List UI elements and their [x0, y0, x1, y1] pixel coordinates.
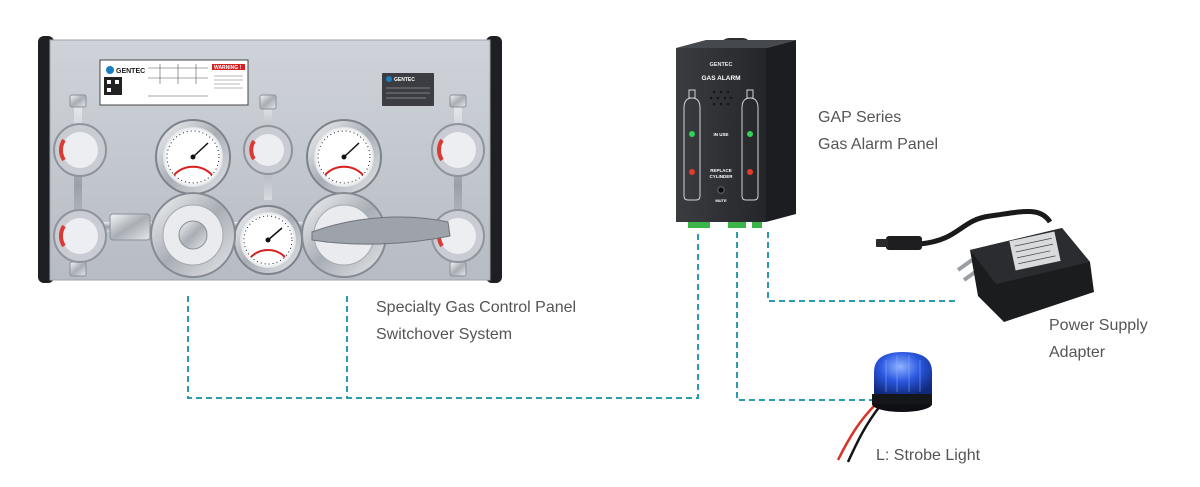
alarm-title-text: GAS ALARM [701, 75, 740, 82]
replace-label-line2: CYLINDER [709, 174, 733, 179]
model-plate-logo-icon [386, 76, 392, 82]
gas-panel-caption-line1: Specialty Gas Control Panel [376, 299, 577, 316]
gentec-logo-icon [106, 66, 114, 74]
mute-button[interactable] [717, 186, 725, 194]
replace-led-right-icon [747, 169, 753, 175]
in-use-led-right-icon [747, 131, 753, 137]
alarm-body-top [676, 40, 796, 48]
adapter-cable-icon [919, 209, 1053, 247]
mute-label: MUTE [715, 198, 727, 203]
gas-panel-caption-line2: Switchover System [376, 326, 513, 343]
warning-stripe [212, 64, 245, 70]
valve-knob-bottom-left-icon [53, 209, 107, 263]
panel-label-sticker: GENTEC WARNING ! [99, 59, 249, 106]
connector-panel-left [187, 232, 699, 399]
gas-control-panel: GENTEC WARNING ! [38, 36, 502, 283]
strobe-light-caption-text: L: Strobe Light [876, 447, 981, 464]
strobe-light [836, 352, 932, 463]
pressure-gauge-left-icon [155, 119, 231, 195]
alarm-panel-caption-line1: GAP Series [818, 109, 902, 126]
valve-knob-top-right-icon [431, 123, 485, 177]
qr-code-icon [104, 77, 122, 95]
replace-led-left-icon [689, 169, 695, 175]
in-use-label: IN USE [713, 132, 728, 137]
alarm-speaker-grille-icon [709, 90, 733, 106]
panel-brand-text: GENTEC [116, 68, 145, 75]
connector-power [767, 232, 958, 302]
power-adapter-caption-line2: Adapter [1049, 344, 1106, 361]
power-adapter-caption: Power Supply Adapter [1049, 312, 1148, 366]
valve-knob-top-left-icon [53, 123, 107, 177]
alarm-brand-text: GENTEC [710, 62, 733, 68]
strobe-dome-icon [874, 352, 932, 394]
power-adapter-caption-line1: Power Supply [1049, 317, 1148, 334]
cylinder-outline-right-icon [741, 89, 759, 201]
alarm-body-side [766, 40, 796, 222]
model-plate-brand: GENTEC [394, 77, 415, 83]
replace-label-line1: REPLACE [710, 168, 732, 173]
gas-alarm-panel: GENTEC GAS ALARM IN USE REPLACE CYLINDER… [676, 38, 796, 228]
connector-strobe [736, 232, 872, 401]
adapter-label-icon [1009, 231, 1061, 271]
regulator-left-icon [150, 192, 236, 278]
alarm-terminal-blocks-icon [688, 222, 762, 228]
adapter-barrel-plug-icon [886, 236, 922, 250]
warning-title: WARNING ! [214, 65, 242, 71]
gas-panel-caption: Specialty Gas Control Panel Switchover S… [376, 294, 576, 348]
warning-text-lines [214, 75, 243, 89]
alarm-panel-caption-line2: Gas Alarm Panel [818, 136, 939, 153]
model-plate: GENTEC [382, 73, 434, 106]
pressure-gauge-right-icon [306, 119, 382, 195]
strobe-light-caption: L: Strobe Light [876, 442, 980, 469]
pressure-gauge-center-icon [233, 205, 303, 275]
alarm-panel-caption: GAP Series Gas Alarm Panel [818, 104, 938, 158]
connector-lines [187, 232, 958, 401]
in-use-led-left-icon [689, 131, 695, 137]
strobe-wire-black-icon [846, 405, 881, 463]
cylinder-outline-left-icon [683, 89, 701, 201]
schematic-lines-icon [148, 64, 208, 97]
valve-knob-center-icon [243, 125, 293, 175]
strobe-wire-red-icon [836, 403, 877, 461]
switchover-lever-icon [311, 216, 451, 245]
power-adapter [876, 209, 1094, 322]
